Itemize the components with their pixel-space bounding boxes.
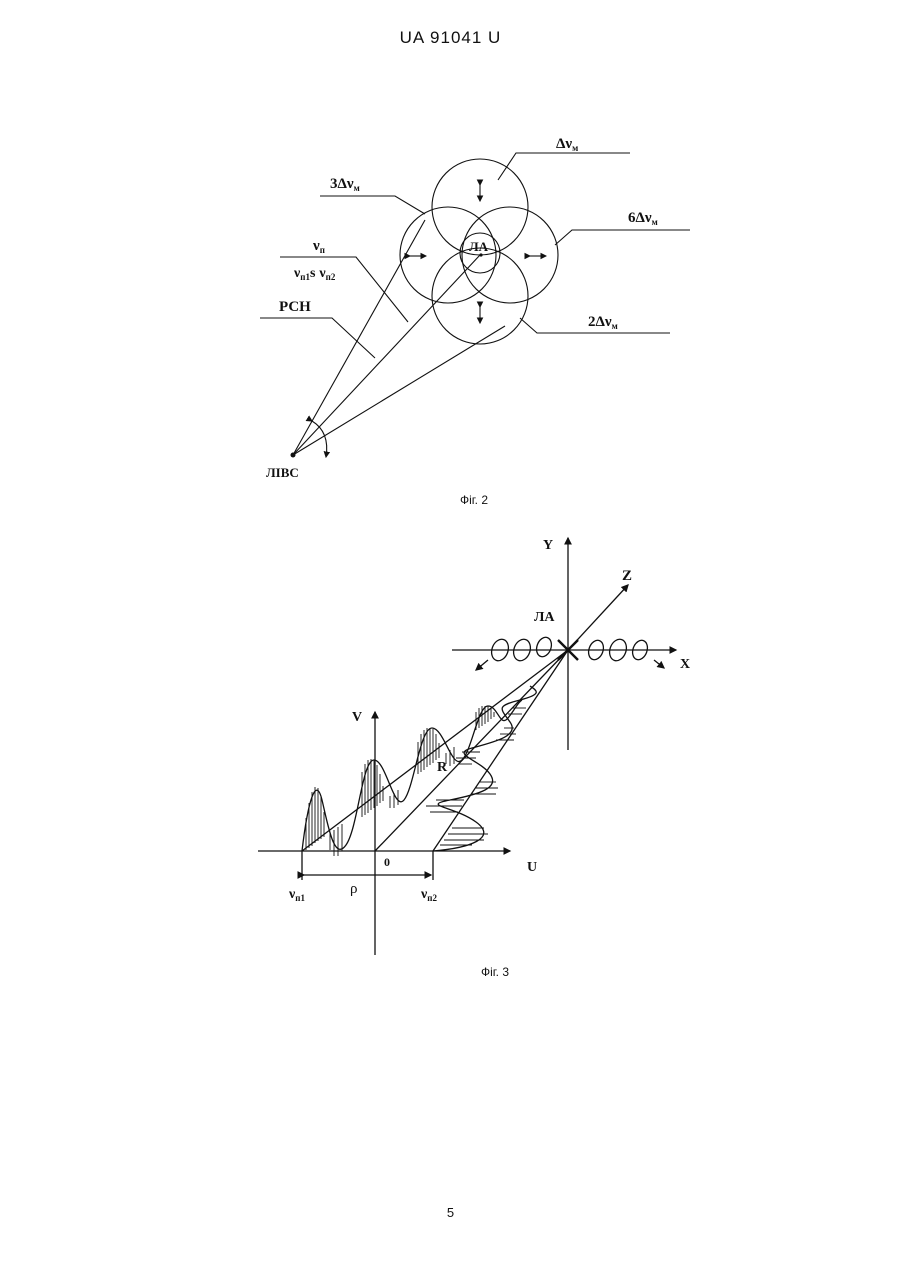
label-axis-z: Z [622,568,632,584]
label-zero: 0 [384,855,390,869]
figure-3-diagram: Y Z X ЛА V R U 0 ρ νп1 νп2 [0,0,901,1000]
label-nu-p1: νп1 [288,887,305,903]
label-nu-p2: νп2 [420,887,437,903]
label-axis-y: Y [543,538,553,553]
label-r: R [437,760,448,775]
label-la: ЛА [534,610,555,625]
label-axis-v: V [352,710,362,725]
label-axis-x: X [680,657,690,672]
beam-upper [302,650,568,851]
beam-r [375,650,568,851]
beam-lower [433,650,568,851]
label-rho: ρ [350,881,358,897]
figure-3-caption: Фіг. 3 [395,965,595,979]
wave-upper [302,700,522,851]
page-number: 5 [0,1205,901,1220]
label-axis-u: U [527,860,537,875]
